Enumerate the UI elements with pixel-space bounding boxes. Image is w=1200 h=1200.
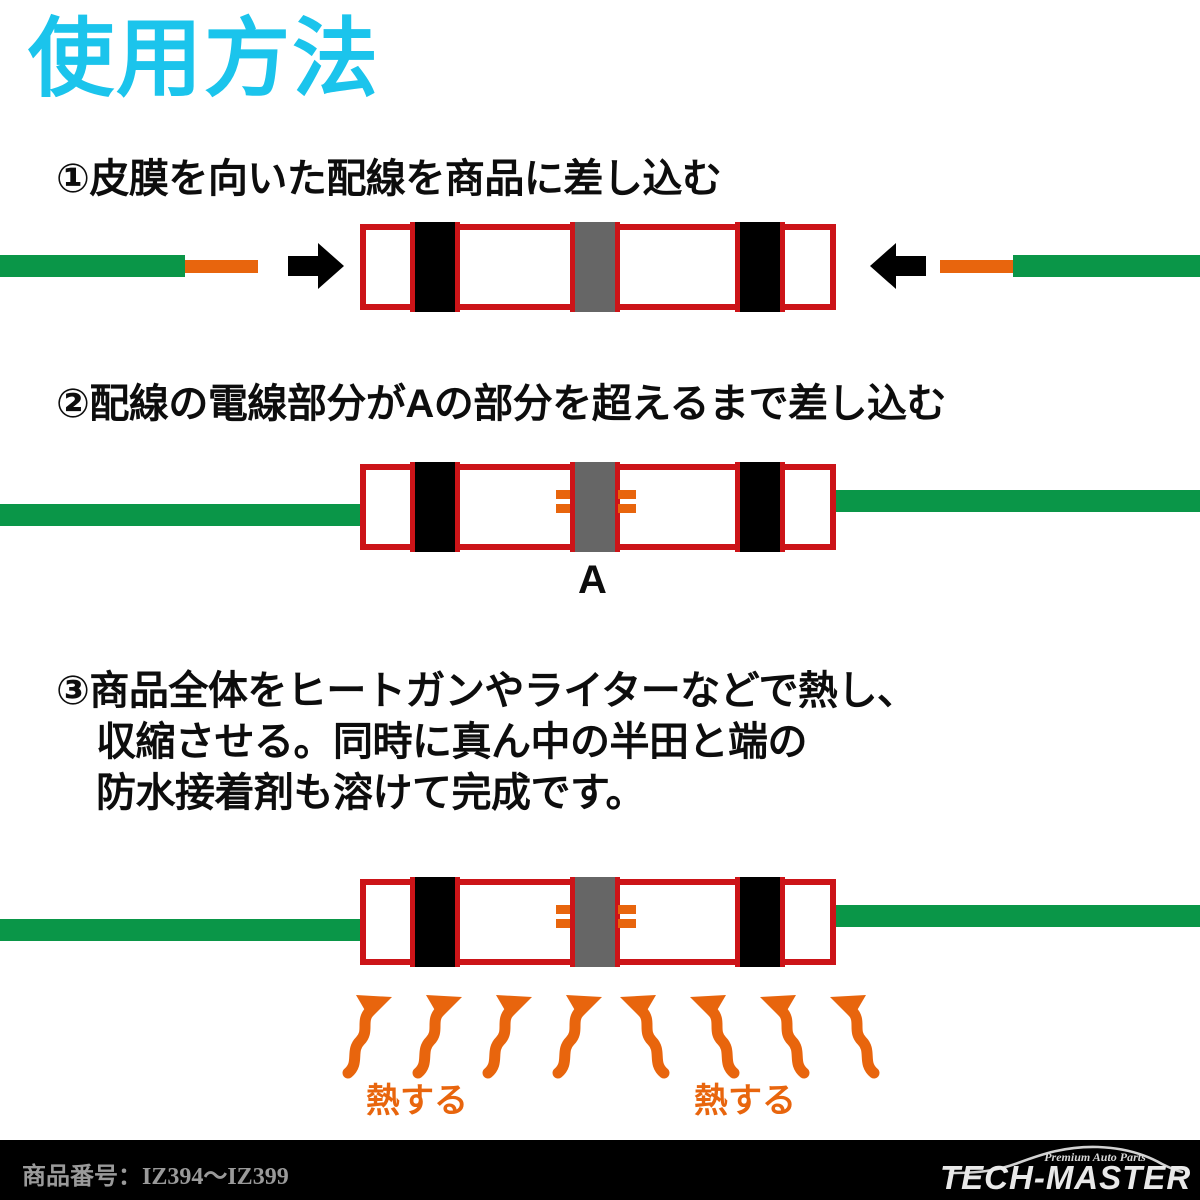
- heat-label-right: 熱する: [694, 1082, 796, 1120]
- copper-strand-right-upper: [618, 490, 636, 499]
- copper-strand-left-upper: [556, 490, 574, 499]
- step-1-heading: ①皮膜を向いた配線を商品に差し込む: [56, 157, 722, 201]
- brand-tagline: Premium Auto Parts: [1044, 1150, 1146, 1164]
- insert-arrow-left-icon: [870, 243, 926, 289]
- wire-left-insulation: [0, 255, 185, 277]
- wire-left-copper: [185, 260, 258, 273]
- diagram-step-1: [0, 210, 1200, 330]
- heat-arrows-icon: [0, 985, 1200, 1115]
- adhesive-band-left: [410, 877, 460, 967]
- copper-strand-left-lower: [556, 504, 574, 513]
- adhesive-band-right: [735, 462, 785, 552]
- adhesive-band-left: [410, 462, 460, 552]
- copper-strand-right-lower: [618, 919, 636, 928]
- adhesive-band-right: [735, 222, 785, 312]
- step-3-heading: ③商品全体をヒートガンやライターなどで熱し、 収縮させる。同時に真ん中の半田と端…: [56, 666, 917, 819]
- product-code: 商品番号：IZ394〜IZ399: [22, 1164, 289, 1190]
- copper-strand-right-lower: [618, 504, 636, 513]
- solder-ring: [570, 877, 620, 967]
- adhesive-band-right: [735, 877, 785, 967]
- car-silhouette-icon: [948, 1145, 1184, 1175]
- footer-bar: 商品番号：IZ394〜IZ399 Premium Auto Parts TECH…: [0, 1140, 1200, 1200]
- copper-strand-left-lower: [556, 919, 574, 928]
- diagram-step-2: A: [0, 450, 1200, 610]
- wire-right-copper: [940, 260, 1013, 273]
- wire-right-insulation: [1013, 255, 1200, 277]
- step-3-line-3: 防水接着剤も溶けて完成です。: [96, 771, 646, 815]
- step-2-heading: ②配線の電線部分がAの部分を超えるまで差し込む: [56, 382, 947, 426]
- brand-name: TECH-MASTER: [940, 1159, 1192, 1196]
- solder-ring-label: A: [578, 558, 607, 602]
- diagram-step-3: 熱する 熱する: [0, 865, 1200, 1120]
- solder-ring: [570, 222, 620, 312]
- adhesive-band-left: [410, 222, 460, 312]
- solder-ring: [570, 462, 620, 552]
- step-3-line-1: ③商品全体をヒートガンやライターなどで熱し、: [56, 669, 917, 713]
- copper-strand-left-upper: [556, 905, 574, 914]
- brand-logo: Premium Auto Parts TECH-MASTER: [940, 1142, 1190, 1198]
- insert-arrow-right-icon: [288, 243, 344, 289]
- page-title: 使用方法: [28, 11, 380, 107]
- heat-label-left: 熱する: [366, 1082, 468, 1120]
- step-3-line-2: 収縮させる。同時に真ん中の半田と端の: [96, 720, 808, 764]
- copper-strand-right-upper: [618, 905, 636, 914]
- heat-arrow-group: [0, 985, 1200, 1115]
